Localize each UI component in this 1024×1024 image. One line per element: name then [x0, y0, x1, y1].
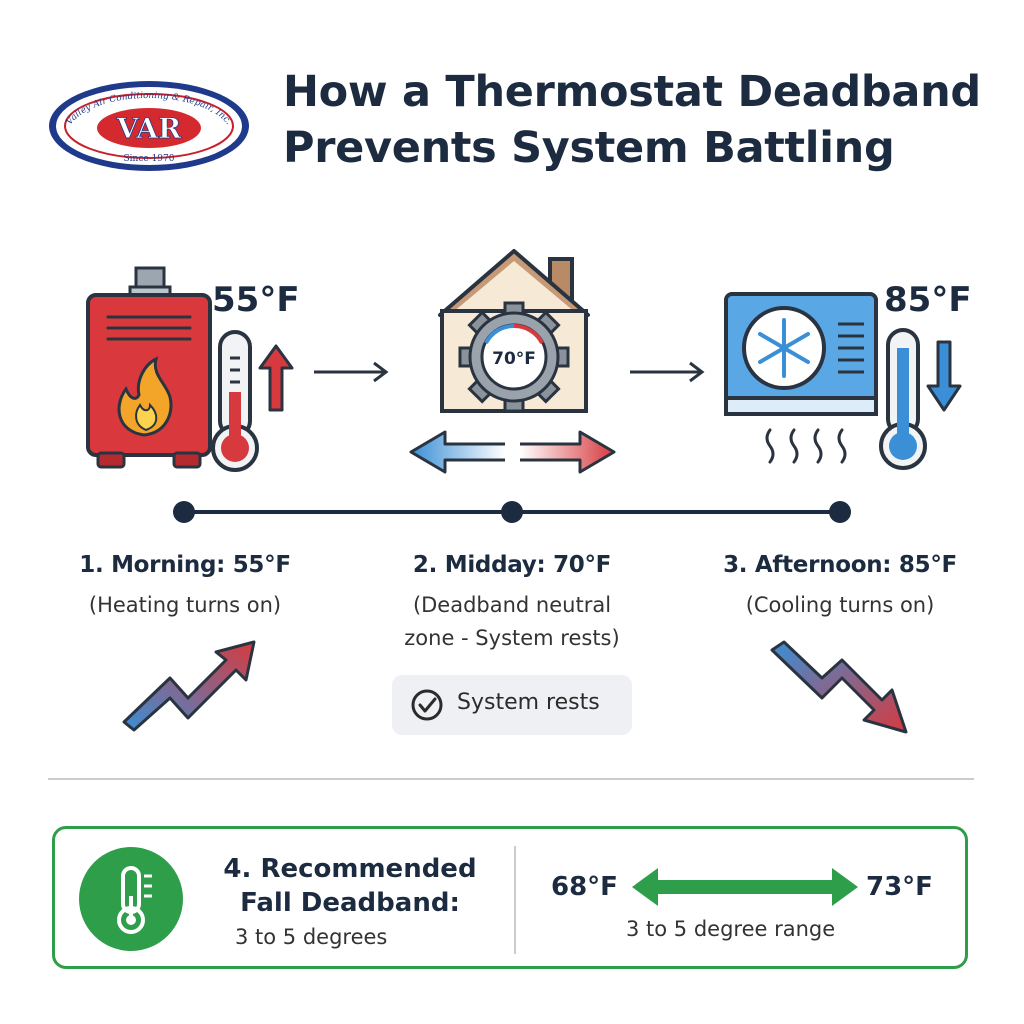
timeline — [173, 501, 851, 523]
house-thermostat-reading: 70°F — [492, 349, 536, 369]
rising-trend-arrow-icon — [122, 640, 256, 732]
title-line-2: Prevents System Battling — [283, 123, 895, 173]
cooling-temp: 85°F — [884, 280, 972, 320]
system-rests-label: System rests — [457, 690, 600, 715]
falling-trend-arrow-icon — [770, 640, 908, 734]
step-3-sub: (Cooling turns on) — [745, 593, 935, 617]
step-1-sub: (Heating turns on) — [88, 593, 282, 617]
step-1-heading: 1. Morning: 55°F — [79, 552, 291, 578]
logo-since: Since 1970 — [124, 154, 175, 164]
deadband-arrows — [409, 430, 616, 474]
flow-arrow-2 — [630, 361, 705, 383]
recommendation-title: 4. Recommended Fall Deadband: — [205, 852, 495, 920]
thermometer-down-icon — [879, 328, 962, 470]
range-double-arrow-icon — [632, 868, 858, 906]
recommendation-panel — [52, 826, 968, 969]
timeline-dot-morning — [173, 501, 195, 523]
house-thermostat-icon: 70°F — [438, 249, 590, 413]
recommendation-sub: 3 to 5 degrees — [235, 925, 388, 949]
check-circle-icon — [411, 689, 443, 721]
step-2-sub-line-1: (Deadband neutral — [412, 593, 612, 617]
section-divider — [48, 778, 974, 780]
thermometer-up-icon — [211, 330, 294, 472]
timeline-dot-afternoon — [829, 501, 851, 523]
title-line-1: How a Thermostat Deadband — [283, 67, 981, 117]
range-label: 3 to 5 degree range — [626, 917, 836, 941]
timeline-dot-midday — [501, 501, 523, 523]
logo-abbr: VAR — [116, 112, 182, 145]
step-3-heading: 3. Afternoon: 85°F — [723, 552, 957, 578]
recommendation-title-line-2: Fall Deadband: — [240, 888, 460, 918]
ac-unit-icon — [724, 292, 878, 464]
company-logo: Valley Air Conditioning & Repair, Inc. V… — [49, 81, 249, 171]
page-title: How a Thermostat Deadband Prevents Syste… — [283, 64, 1003, 176]
heating-temp: 55°F — [212, 280, 300, 320]
panel-separator — [514, 846, 516, 954]
recommendation-title-line-1: 4. Recommended — [223, 854, 477, 884]
step-2-heading: 2. Midday: 70°F — [412, 552, 612, 578]
range-low-temp: 68°F — [551, 872, 618, 902]
green-thermometer-icon — [79, 847, 183, 951]
furnace-icon — [86, 266, 212, 469]
system-rests-badge — [392, 675, 632, 735]
flow-arrow-1 — [314, 361, 389, 383]
range-high-temp: 73°F — [866, 872, 933, 902]
step-2-sub-line-2: zone - System rests) — [404, 626, 620, 650]
